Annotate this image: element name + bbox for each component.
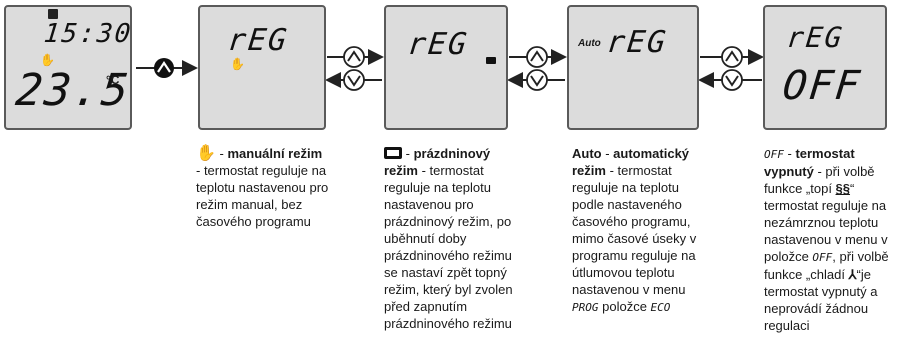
- auto-body: - termostat reguluje na teplotu podle na…: [572, 163, 697, 297]
- manual-body: - termostat reguluje na teplotu nastaven…: [196, 163, 329, 229]
- reg-display: rEG: [605, 25, 670, 60]
- off-display: OFF: [780, 63, 864, 109]
- lcd-screen-off: rEG OFF: [763, 5, 887, 130]
- hand-icon: ✋: [230, 57, 245, 71]
- hand-icon: ✋: [196, 145, 216, 162]
- lcd-screen-auto: Auto rEG: [567, 5, 699, 130]
- down-button-icon: [526, 69, 548, 91]
- up-button-icon: [721, 46, 743, 68]
- off-label-2: OFF: [812, 251, 833, 264]
- description-manual: ✋ - manuální režim - termostat reguluje …: [196, 145, 329, 229]
- off-title: termostat vypnutý: [764, 146, 855, 179]
- reg-display: rEG: [226, 23, 291, 58]
- clock-display: 15:30: [42, 19, 134, 49]
- auto-title-2: automatický režim: [572, 146, 690, 178]
- description-holiday: - prázdninový režim - termostat reguluje…: [384, 146, 513, 331]
- lcd-screen-manual: rEG ✋: [198, 5, 326, 130]
- auto-label: Auto: [578, 38, 601, 49]
- holiday-body: - termostat reguluje na teplotu nastaven…: [384, 163, 513, 331]
- holiday-title: prázdninový: [413, 146, 491, 161]
- manual-title: manuální režim: [227, 146, 323, 161]
- heating-icon: §§: [835, 181, 851, 196]
- down-button-icon: [343, 69, 365, 91]
- up-button-icon: [343, 46, 365, 68]
- suitcase-icon: [486, 57, 496, 64]
- program-icon: [48, 9, 58, 19]
- fan-icon: ⅄: [848, 267, 857, 282]
- off-label: OFF: [764, 148, 784, 161]
- lcd-screen-holiday: rEG: [384, 5, 508, 130]
- up-button-icon: [526, 46, 548, 68]
- auto-title: Auto: [572, 146, 602, 161]
- suitcase-icon: [384, 147, 402, 159]
- hand-icon: ✋: [40, 53, 55, 67]
- holiday-title-2: režim: [384, 163, 418, 178]
- up-button-icon: [154, 58, 174, 78]
- prog-label: PROG: [572, 301, 599, 314]
- unit-label: °C: [106, 73, 120, 87]
- eco-label: ECO: [650, 301, 671, 314]
- reg-display: rEG: [785, 21, 846, 54]
- down-button-icon: [721, 69, 743, 91]
- reg-display: rEG: [406, 27, 471, 62]
- description-off: OFF - termostat vypnutý - při volbě funk…: [764, 146, 889, 333]
- lcd-screen-main: 15:30 ✋ 23.5 °C: [4, 5, 134, 130]
- description-auto: Auto - automatický režim - termostat reg…: [572, 146, 697, 314]
